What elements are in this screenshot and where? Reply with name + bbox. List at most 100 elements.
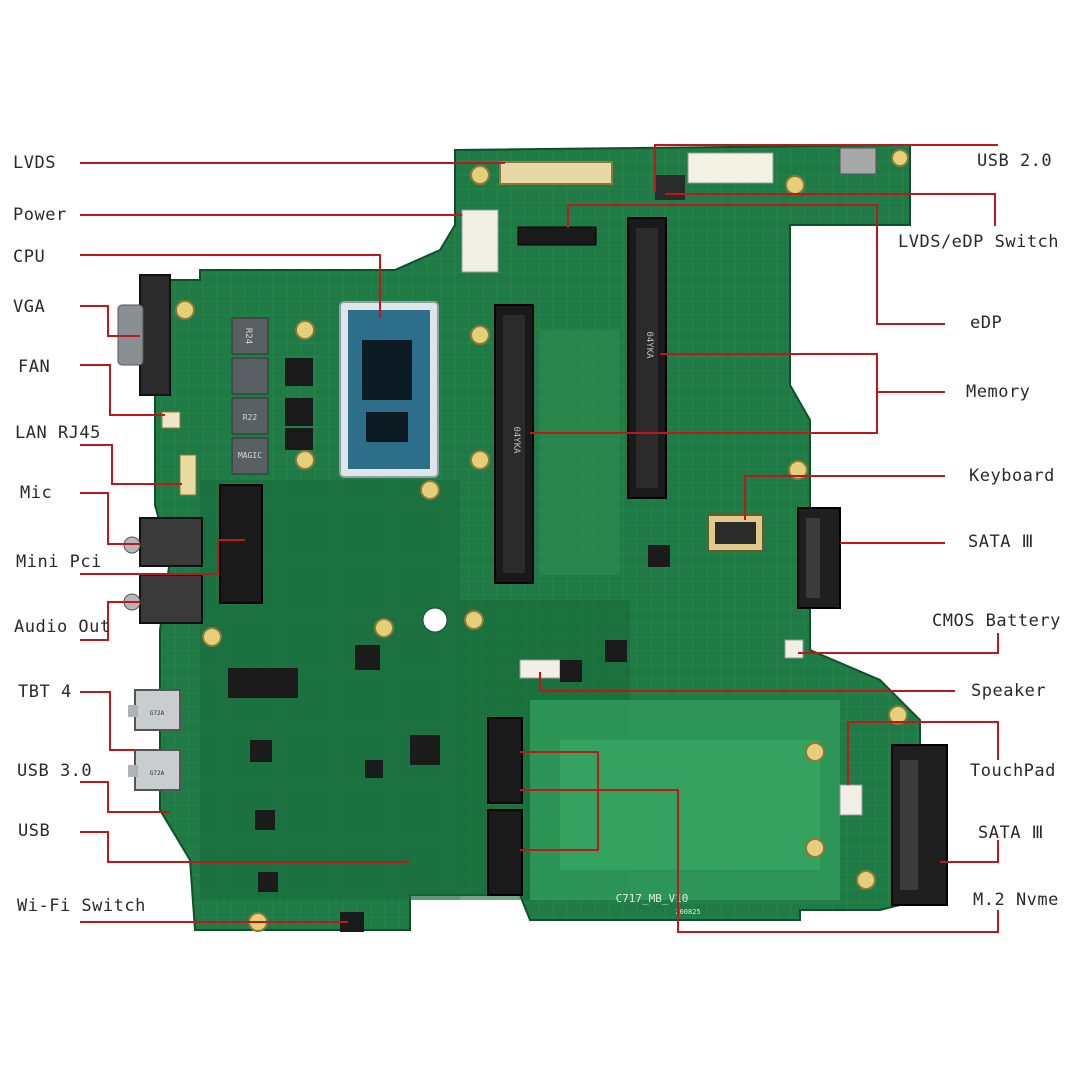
leader-usb [80,831,410,863]
label-usb: USB [18,821,51,841]
label-touchpad: TouchPad [970,761,1056,781]
mounting-hole [785,175,805,195]
leader-edp [567,204,945,325]
label-lvds: LVDS [13,153,56,173]
pcb-open-area-inner [560,740,820,870]
leader-cmos [798,633,999,654]
cpu-package [339,301,439,478]
mounting-hole [805,838,825,858]
inductor-brand: MAGIC [238,451,262,460]
leader-memory-2 [530,392,878,434]
vrm-inductors: R24 R22 MAGIC [231,317,313,475]
label-sata-iii-bottom: SATA Ⅲ [978,823,1044,843]
label-audio-out: Audio Out [14,617,111,637]
leader-m2 [520,789,999,933]
usb-ports: G72A G72A [128,689,181,791]
leader-cpu [80,254,381,318]
leader-sata-bottom [940,840,999,863]
lan-connector [179,454,197,496]
leader-lines [80,144,999,933]
label-edp: eDP [970,313,1003,333]
inductor-label: R22 [243,413,258,422]
mounting-hole [295,320,315,340]
label-cpu: CPU [13,247,46,267]
leader-vga [80,305,140,337]
mounting-hole [464,610,484,630]
mounting-hole [470,325,490,345]
memory-marking: 04YKA [511,426,521,454]
mounting-hole [295,450,315,470]
leader-usb20 [654,144,998,192]
mounting-hole [888,705,908,725]
leader-audio-out [80,601,140,641]
mounting-hole [420,480,440,500]
memory-slots: 04YKA 04YKA [494,217,667,584]
mounting-hole [470,450,490,470]
label-cmos-battery: CMOS Battery [932,611,1061,631]
label-usb20: USB 2.0 [977,151,1053,171]
board-serial: 200825 [675,908,700,916]
board-cutout-hole [422,607,448,633]
mounting-hole [470,165,490,185]
label-lan-rj45: LAN RJ45 [15,423,101,443]
mounting-hole [891,149,909,167]
lvds-edp-switch [655,175,685,200]
label-mic: Mic [20,483,53,503]
mounting-hole [374,618,394,638]
label-usb30: USB 3.0 [17,761,93,781]
label-memory: Memory [966,382,1031,402]
leader-mic [80,492,140,545]
memory-marking: 04YKA [644,331,654,359]
mounting-hole [175,300,195,320]
leader-fan [80,364,165,416]
leader-lan [80,444,182,485]
mounting-hole [805,742,825,762]
label-tbt4: TBT 4 [18,682,72,702]
lvds-connector [499,161,613,185]
mounting-holes [175,149,909,932]
power-connector [461,209,499,273]
leader-touchpad [847,721,999,785]
label-keyboard: Keyboard [969,466,1055,486]
edp-connector [517,226,597,246]
touchpad-header [839,784,863,816]
audio-jacks [123,517,203,624]
mini-pci-slot [219,484,263,604]
fan-header [161,411,181,429]
label-wifi-switch: Wi-Fi Switch [17,896,146,916]
label-lvds-edp-switch: LVDS/eDP Switch [898,232,1060,252]
label-sata-iii-top: SATA Ⅲ [968,532,1034,552]
mounting-hole [202,627,222,647]
sata-connector-top [797,507,841,609]
ic-chips [228,545,670,892]
leader-lvds-edp [665,193,996,226]
leader-keyboard [744,475,945,520]
cmos-battery-header [784,639,804,659]
top-right-regulator [839,147,877,175]
sata-connector-bottom [891,744,948,906]
label-mini-pci: Mini Pci [16,552,102,572]
port-marking: G72A [150,710,165,717]
leader-tbt4 [80,691,135,751]
inductor-label: R24 [243,328,253,344]
leader-memory [660,353,945,393]
mounting-hole [788,460,808,480]
m2-nvme-slots [487,717,523,896]
label-vga: VGA [13,297,46,317]
leader-usb30 [80,781,170,813]
usb2-header [687,152,774,184]
mounting-hole [856,870,876,890]
leader-speaker [539,672,955,692]
label-m2-nvme: M.2 Nvme [973,890,1059,910]
label-speaker: Speaker [971,681,1047,701]
leader-m2-a [520,751,599,790]
label-fan: FAN [18,357,51,377]
port-marking: G72A [150,770,165,777]
leader-mini-pci [80,539,245,575]
board-silkscreen: C717_MB_V10 [616,892,689,905]
label-power: Power [13,205,67,225]
leader-m2-b [520,790,599,851]
wifi-switch [340,912,364,932]
